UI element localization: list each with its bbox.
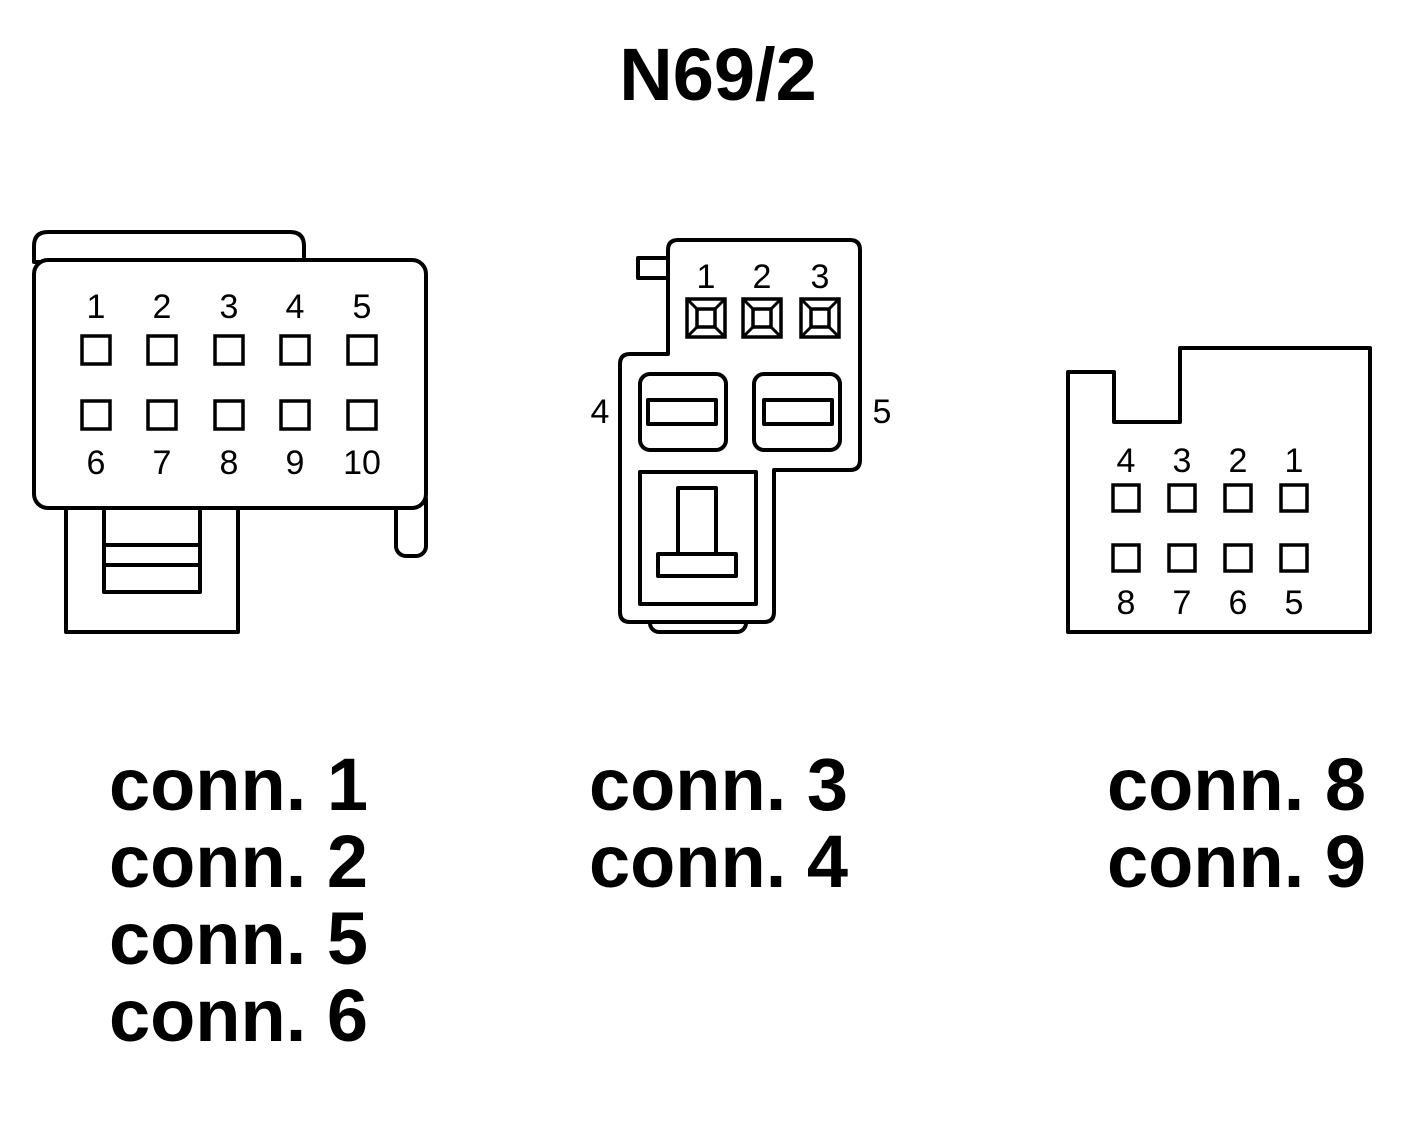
connector-label-conn-5: conn. 5 — [109, 897, 368, 980]
connector-middle-pin-bevel-2-0 — [741, 297, 755, 311]
connector-middle-pin-label-2: 2 — [753, 258, 772, 296]
connector-left-pin-label-8: 8 — [220, 444, 239, 482]
connector-left-pin-5 — [346, 334, 378, 366]
connector-right-pin-8 — [1111, 543, 1141, 573]
connector-middle-pin-bevel-1-0 — [685, 297, 699, 311]
connector-label-conn-6: conn. 6 — [109, 974, 368, 1057]
connector-left-back-housing — [32, 230, 306, 264]
connector-right-pin-5 — [1279, 543, 1309, 573]
connector-label-conn-1: conn. 1 — [109, 743, 368, 826]
connector-middle-pin-label-3: 3 — [811, 258, 830, 296]
connector-left: 1 2 3 4 5 6 7 8 9 10 — [32, 230, 428, 634]
connector-right-pin-7 — [1167, 543, 1197, 573]
connector-left-pin-label-9: 9 — [286, 444, 305, 482]
connector-right-pin-2 — [1223, 483, 1253, 513]
connector-left-pin-7 — [146, 399, 178, 431]
connector-middle-pin-bevel-3-1 — [827, 297, 841, 311]
connector-middle-blade-4 — [646, 398, 718, 426]
connector-left-pin-label-4: 4 — [286, 288, 305, 326]
connector-middle-pin-label-1: 1 — [697, 258, 716, 296]
connector-left-pin-8 — [213, 399, 245, 431]
connector-right-pin-4 — [1111, 483, 1141, 513]
connector-middle-t-bar — [656, 552, 738, 578]
connector-right-pin-label-1: 1 — [1285, 442, 1304, 480]
connector-right-pin-label-6: 6 — [1229, 584, 1248, 622]
connector-left-pin-3 — [213, 334, 245, 366]
connector-middle-pin-bevel-2-2 — [741, 325, 755, 339]
connector-middle-pin-bevel-3-2 — [799, 325, 813, 339]
connector-middle-pin-inner-1 — [695, 307, 717, 329]
connector-middle-pin-bevel-3-0 — [799, 297, 813, 311]
connector-middle-key-tab — [636, 256, 672, 280]
connector-middle-pin-bevel-2-1 — [769, 297, 783, 311]
connector-right-pin-label-3: 3 — [1173, 442, 1192, 480]
connector-label-conn-8: conn. 8 — [1107, 743, 1366, 826]
connector-middle-pin-bevel-1-3 — [713, 325, 727, 339]
connector-middle-pin-inner-3 — [809, 307, 831, 329]
connector-label-conn-4: conn. 4 — [589, 820, 848, 903]
connector-left-pin-2 — [146, 334, 178, 366]
connector-label-conn-2: conn. 2 — [109, 820, 368, 903]
connector-right-pin-3 — [1167, 483, 1197, 513]
connector-middle-pin-inner-2 — [751, 307, 773, 329]
connector-left-pin-label-10: 10 — [343, 444, 381, 482]
connector-middle-pin-label-4: 4 — [591, 393, 610, 431]
connector-left-pin-9 — [279, 399, 311, 431]
connector-middle-pin-bevel-2-3 — [769, 325, 783, 339]
connector-left-pin-label-3: 3 — [220, 288, 239, 326]
connector-label-conn-9: conn. 9 — [1107, 820, 1366, 903]
connector-right-pin-label-5: 5 — [1285, 584, 1304, 622]
connector-middle-pin-bevel-3-3 — [827, 325, 841, 339]
connector-left-pin-10 — [346, 399, 378, 431]
connector-middle-pin-bevel-1-2 — [685, 325, 699, 339]
connector-left-pin-4 — [279, 334, 311, 366]
connector-right-pin-label-4: 4 — [1117, 442, 1136, 480]
connector-left-pins: 1 2 3 4 5 6 7 8 9 10 — [80, 288, 381, 482]
connector-left-face — [32, 258, 428, 510]
connector-left-pin-1 — [80, 334, 112, 366]
connector-middle-blade-5 — [762, 398, 834, 426]
connector-middle-t-stem — [676, 486, 718, 558]
connector-left-pin-6 — [80, 399, 112, 431]
connector-right-pin-label-7: 7 — [1173, 584, 1192, 622]
connector-right-pin-label-8: 8 — [1117, 584, 1136, 622]
connector-right-pin-1 — [1279, 483, 1309, 513]
connector-middle-pin-bevel-1-1 — [713, 297, 727, 311]
connector-left-pin-label-2: 2 — [153, 288, 172, 326]
connector-label-conn-3: conn. 3 — [589, 743, 848, 826]
connector-left-pin-label-5: 5 — [353, 288, 372, 326]
connector-middle-pin-label-5: 5 — [873, 393, 892, 431]
connector-left-pin-label-6: 6 — [87, 444, 106, 482]
connector-right-pin-label-2: 2 — [1229, 442, 1248, 480]
connector-left-pin-label-1: 1 — [87, 288, 106, 326]
diagram-title: N69/2 — [619, 33, 816, 116]
connector-right-pin-6 — [1223, 543, 1253, 573]
connector-left-pin-label-7: 7 — [153, 444, 172, 482]
